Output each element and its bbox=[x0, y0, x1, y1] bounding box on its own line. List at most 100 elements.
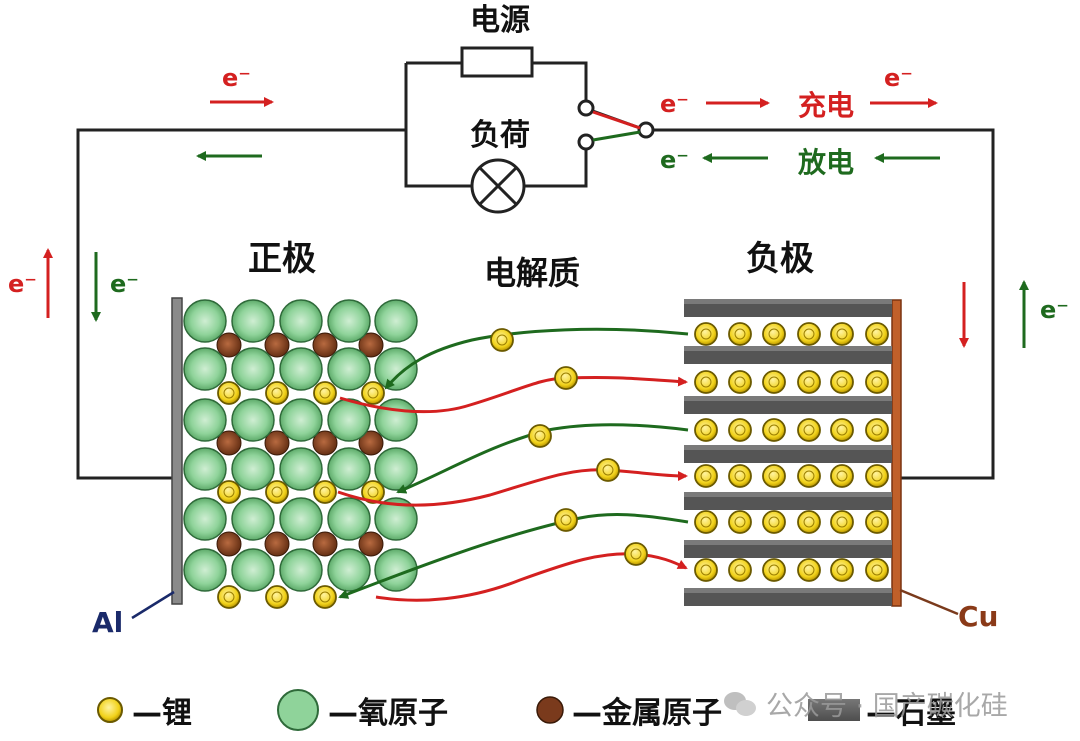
lithium-ion bbox=[762, 510, 786, 534]
anode-graphite bbox=[684, 299, 892, 606]
oxygen-atom bbox=[231, 548, 275, 592]
lithium-ion bbox=[797, 418, 821, 442]
graphite-layer-highlight bbox=[684, 492, 892, 497]
lithium-ion bbox=[728, 558, 752, 582]
discharge-ion-path bbox=[384, 327, 689, 390]
metal-atom bbox=[312, 332, 338, 358]
anode-label: 负极 bbox=[746, 239, 814, 279]
electron-label: e⁻ bbox=[660, 146, 689, 174]
lithium-ion bbox=[596, 458, 620, 482]
lithium-ion-core bbox=[803, 376, 815, 388]
metal-atom bbox=[264, 332, 290, 358]
watermark-text: 公众号 · 国产碳化硅 bbox=[766, 691, 1008, 722]
lithium-ion bbox=[728, 464, 752, 488]
lithium-ion bbox=[265, 480, 289, 504]
lithium-ion bbox=[865, 464, 889, 488]
oxygen-atom bbox=[231, 398, 275, 442]
lithium-ion bbox=[528, 424, 552, 448]
lithium-ion-core bbox=[271, 591, 283, 603]
lithium-ion bbox=[797, 322, 821, 346]
oxygen-atom bbox=[374, 347, 418, 391]
lithium-ion bbox=[265, 585, 289, 609]
lithium-ion bbox=[830, 322, 854, 346]
lithium-ion-core bbox=[271, 486, 283, 498]
lithium-ion-core bbox=[734, 470, 746, 482]
lithium-ion bbox=[313, 381, 337, 405]
lithium-ion bbox=[313, 585, 337, 609]
electron-label: e⁻ bbox=[110, 270, 139, 298]
lithium-ion bbox=[830, 464, 854, 488]
oxygen-atom bbox=[231, 299, 275, 343]
lithium-ion bbox=[762, 418, 786, 442]
oxygen-atom bbox=[279, 497, 323, 541]
lithium-ion-core bbox=[803, 328, 815, 340]
lithium-ion bbox=[797, 510, 821, 534]
lithium-ion bbox=[762, 322, 786, 346]
lithium-ion bbox=[830, 418, 854, 442]
cathode-label: 正极 bbox=[248, 239, 316, 279]
lithium-ion-core bbox=[319, 387, 331, 399]
oxygen-atom bbox=[327, 497, 371, 541]
lithium-ion-core bbox=[734, 424, 746, 436]
lithium-ion bbox=[361, 381, 385, 405]
lithium-ion-core bbox=[367, 387, 379, 399]
lithium-ion bbox=[830, 510, 854, 534]
lithium-ion-core bbox=[734, 564, 746, 576]
lithium-ion-core bbox=[803, 516, 815, 528]
lithium-icon bbox=[97, 697, 123, 723]
metal-atom bbox=[264, 531, 290, 557]
lithium-ion-core bbox=[560, 514, 572, 526]
lithium-ion bbox=[797, 370, 821, 394]
lithium-ion bbox=[694, 510, 718, 534]
oxygen-atom bbox=[374, 497, 418, 541]
oxygen-atom bbox=[231, 347, 275, 391]
electron-label: e⁻ bbox=[660, 90, 689, 118]
lithium-ion bbox=[694, 418, 718, 442]
lithium-ion-core bbox=[700, 328, 712, 340]
metal-atom bbox=[358, 430, 384, 456]
oxygen-atom bbox=[327, 447, 371, 491]
graphite-layer-highlight bbox=[684, 445, 892, 450]
oxygen-atom bbox=[374, 447, 418, 491]
graphite-layer-highlight bbox=[684, 396, 892, 401]
lithium-ion-core bbox=[734, 328, 746, 340]
electron-label: e⁻ bbox=[884, 64, 913, 92]
electron-label: e⁻ bbox=[8, 270, 37, 298]
lithium-ion-core bbox=[700, 376, 712, 388]
metal-atom bbox=[312, 430, 338, 456]
lithium-ion-core bbox=[223, 486, 235, 498]
watermark: 公众号 · 国产碳化硅 bbox=[724, 684, 1008, 723]
lithium-ion-core bbox=[871, 376, 883, 388]
lithium-ion bbox=[624, 542, 648, 566]
lithium-ion bbox=[762, 370, 786, 394]
oxygen-atom bbox=[279, 447, 323, 491]
charge-label: 充电 bbox=[798, 89, 854, 122]
power-source-resistor bbox=[460, 46, 534, 78]
lithium-ion-core bbox=[836, 516, 848, 528]
lithium-ion bbox=[554, 366, 578, 390]
lithium-ion-core bbox=[534, 430, 546, 442]
lithium-ion bbox=[762, 464, 786, 488]
lithium-ion bbox=[265, 381, 289, 405]
lithium-ion-core bbox=[768, 564, 780, 576]
lithium-ion bbox=[694, 370, 718, 394]
oxygen-atom bbox=[327, 347, 371, 391]
lithium-ion-core bbox=[734, 516, 746, 528]
graphite-layer-highlight bbox=[684, 588, 892, 593]
power-label: 电源 bbox=[470, 3, 530, 38]
lithium-ion bbox=[865, 370, 889, 394]
metal-atom bbox=[216, 430, 242, 456]
lithium-ion bbox=[554, 508, 578, 532]
al-current-collector bbox=[171, 297, 183, 605]
oxygen-atom bbox=[183, 447, 227, 491]
oxygen-atom bbox=[279, 347, 323, 391]
graphite-layer-highlight bbox=[684, 540, 892, 545]
lithium-ion bbox=[694, 464, 718, 488]
al-label: Al bbox=[92, 606, 123, 639]
electron-label: e⁻ bbox=[1040, 296, 1069, 324]
lithium-ion bbox=[694, 322, 718, 346]
metal-atom bbox=[312, 531, 338, 557]
lithium-ion bbox=[865, 510, 889, 534]
graphite-layer-highlight bbox=[684, 299, 892, 304]
